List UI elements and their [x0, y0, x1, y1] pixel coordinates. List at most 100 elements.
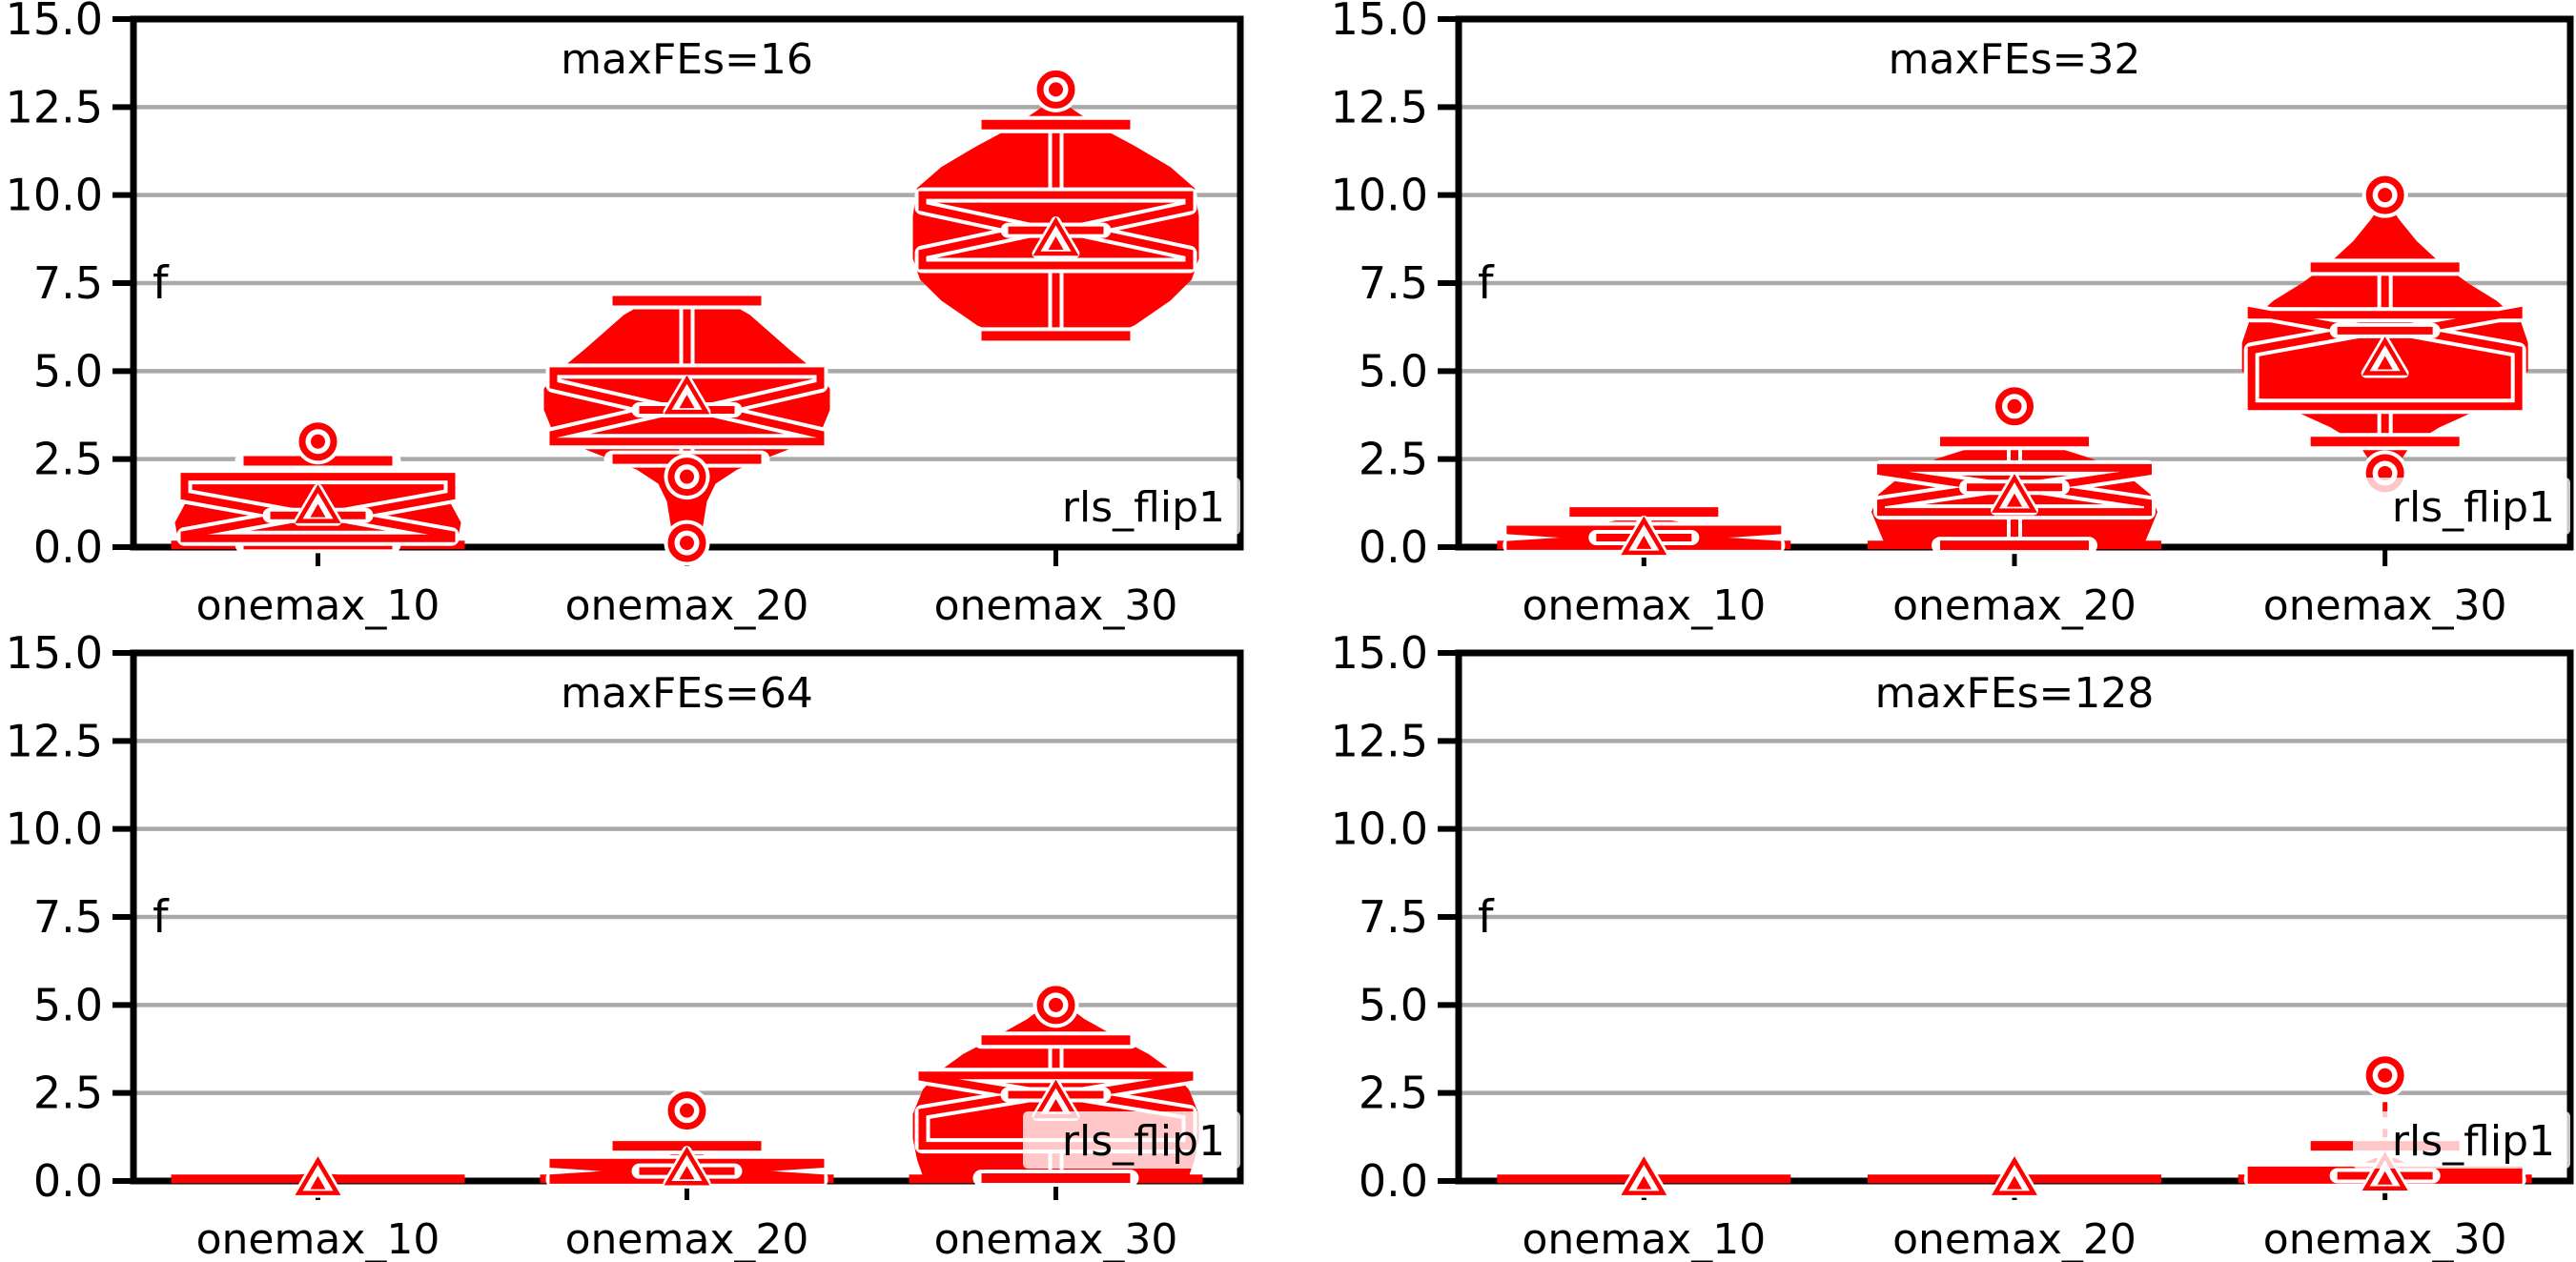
x-tick-label: onemax_10 [1522, 581, 1766, 630]
mean-marker-core [1636, 535, 1652, 549]
algorithm-label: rls_flip1 [1062, 483, 1225, 532]
subplot-maxFEs-32: 0.0 2.5 5.0 7.5 10.0 12.5 15.0 onemax_10 onemax_… [1331, 0, 2574, 630]
mean-marker-core [2377, 356, 2393, 370]
algorithm-label: rls_flip1 [2392, 1117, 2555, 1166]
x-tick-label: onemax_30 [2263, 581, 2507, 630]
mean-marker-core [310, 503, 326, 518]
outlier-core [2378, 465, 2393, 480]
x-tick-label: onemax_20 [565, 1215, 809, 1262]
y-tick-label: 15.0 [6, 0, 103, 45]
box-outline [2247, 306, 2523, 411]
box-outline [180, 473, 456, 542]
outlier-core [1049, 82, 1063, 97]
y-tick-label: 0.0 [33, 1155, 103, 1207]
subplot-maxFEs-128: 0.0 2.5 5.0 7.5 10.0 12.5 15.0 onemax_10 onemax_… [1331, 627, 2574, 1262]
y-tick-label: 7.5 [33, 257, 103, 309]
panel-title: maxFEs=128 [1875, 669, 2155, 718]
panel-title: maxFEs=16 [561, 35, 813, 84]
subplot-maxFEs-16: 0.0 2.5 5.0 7.5 10.0 12.5 15.0 onemax_10 onemax_… [6, 0, 1244, 630]
violin-onemax_10 [171, 1155, 465, 1198]
violin-onemax_20 [1868, 1155, 2161, 1198]
outlier-core [2378, 188, 2393, 203]
y-tick-label: 10.0 [6, 804, 103, 855]
violin-onemax_10 [1497, 503, 1791, 558]
violin-onemax_10 [1497, 1155, 1791, 1198]
y-tick-label: 0.0 [1359, 1155, 1428, 1207]
box-outline [918, 191, 1194, 270]
y-tick-label: 7.5 [1359, 891, 1428, 943]
y-tick-label: 0.0 [33, 521, 103, 573]
box-outline [1506, 525, 1782, 550]
y-tick-label: 2.5 [1359, 1068, 1428, 1119]
y-tick-label: 10.0 [6, 170, 103, 221]
outlier-core [2007, 398, 2022, 414]
mean-marker-core [2377, 1170, 2393, 1185]
y-tick-label: 5.0 [1359, 345, 1428, 397]
panel-title: maxFEs=32 [1889, 35, 2141, 84]
y-tick-label: 12.5 [1331, 81, 1428, 132]
outlier-core [680, 536, 694, 551]
x-tick-label: onemax_10 [1522, 1215, 1766, 1262]
y-axis-label: f [153, 257, 170, 310]
y-tick-label: 15.0 [1331, 627, 1428, 679]
x-tick-label: onemax_20 [565, 581, 809, 630]
mean-marker-core [679, 395, 695, 409]
outlier-core [311, 434, 325, 449]
mean-marker-core [2007, 1175, 2022, 1190]
outlier-core [680, 469, 694, 484]
y-tick-label: 15.0 [6, 627, 103, 679]
mean-marker-core [1048, 235, 1064, 250]
x-tick-label: onemax_20 [1892, 1215, 2136, 1262]
mean-marker-core [310, 1175, 326, 1190]
y-tick-label: 10.0 [1331, 804, 1428, 855]
outlier-core [2378, 1068, 2393, 1083]
y-tick-label: 2.5 [33, 434, 103, 485]
x-tick-label: onemax_20 [1892, 581, 2136, 630]
box-outline [1877, 463, 2152, 517]
y-tick-label: 5.0 [33, 345, 103, 397]
algorithm-label-bbox [1023, 1111, 1240, 1169]
x-tick-label: onemax_30 [934, 1215, 1178, 1262]
x-tick-label: onemax_30 [2263, 1215, 2507, 1262]
y-tick-label: 5.0 [1359, 979, 1428, 1030]
y-tick-label: 2.5 [33, 1068, 103, 1119]
violin-onemax_20 [543, 292, 830, 566]
y-axis-label: f [1478, 257, 1495, 310]
algorithm-label-bbox [1023, 478, 1240, 535]
y-tick-label: 7.5 [1359, 257, 1428, 309]
y-tick-label: 2.5 [1359, 434, 1428, 485]
y-axis-label: f [1478, 891, 1495, 944]
violin-onemax_20 [1868, 383, 2161, 555]
violin-onemax_30 [912, 66, 1199, 345]
y-axis-label: f [153, 891, 170, 944]
y-tick-label: 0.0 [1359, 521, 1428, 573]
algorithm-label: rls_flip1 [1062, 1117, 1225, 1166]
panel-title: maxFEs=64 [561, 669, 813, 718]
mean-marker-core [679, 1166, 695, 1180]
y-tick-label: 12.5 [6, 81, 103, 132]
outlier-core [680, 1103, 694, 1118]
y-tick-label: 12.5 [6, 715, 103, 766]
outlier-core [1049, 997, 1063, 1012]
violin-onemax_10 [171, 418, 465, 554]
subplot-maxFEs-64: 0.0 2.5 5.0 7.5 10.0 12.5 15.0 onemax_10 onemax_… [6, 627, 1244, 1262]
y-tick-label: 7.5 [33, 891, 103, 943]
x-tick-label: onemax_10 [196, 581, 440, 630]
mean-marker-core [1636, 1175, 1652, 1190]
y-tick-label: 5.0 [33, 979, 103, 1030]
mean-marker-core [1048, 1099, 1064, 1113]
mean-marker-core [2007, 493, 2022, 507]
violin-onemax_20 [540, 1088, 834, 1189]
x-tick-label: onemax_10 [196, 1215, 440, 1262]
box-outline [2247, 1166, 2523, 1184]
algorithm-label-bbox [2353, 478, 2570, 535]
algorithm-label-bbox [2353, 1111, 2570, 1169]
box-outline [549, 367, 825, 446]
algorithm-label: rls_flip1 [2392, 483, 2555, 532]
box-outline [549, 1158, 825, 1184]
x-tick-label: onemax_30 [934, 581, 1178, 630]
y-tick-label: 12.5 [1331, 715, 1428, 766]
y-tick-label: 15.0 [1331, 0, 1428, 45]
y-tick-label: 10.0 [1331, 170, 1428, 221]
